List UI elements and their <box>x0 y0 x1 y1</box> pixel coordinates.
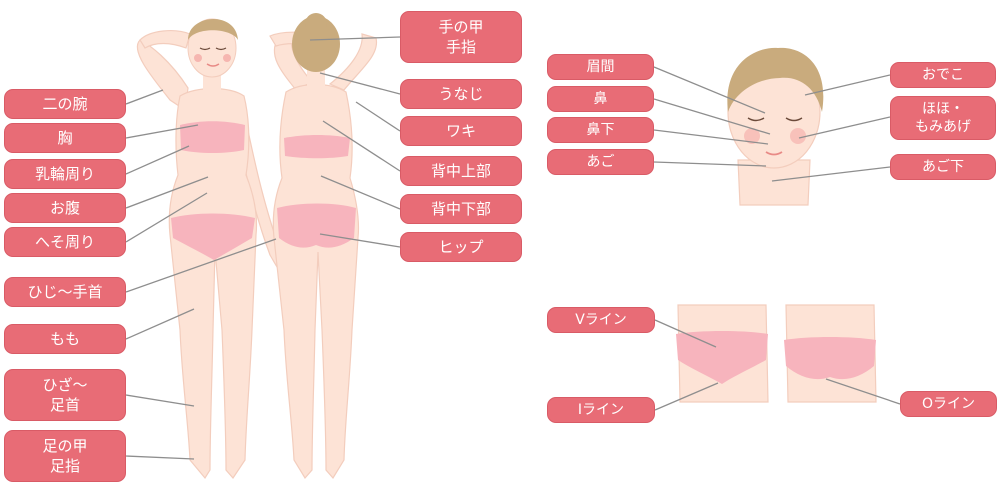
leader-line-hiji <box>125 238 277 293</box>
leader-line-miken <box>653 66 766 114</box>
label-heso-mawari: へそ周り <box>4 227 126 257</box>
front-forearm <box>139 30 191 49</box>
leader-line-i-line <box>654 382 719 411</box>
front-figure <box>136 18 291 480</box>
leader-line-senaka-kabu <box>320 175 401 210</box>
leader-line-odeko <box>804 74 891 96</box>
label-odeko: おでこ <box>890 62 996 88</box>
leader-line-hoho <box>798 116 891 139</box>
leader-line-onaka <box>125 176 209 209</box>
front-closed-eyes <box>199 47 227 51</box>
leader-line-hiza <box>125 394 195 407</box>
label-o-line: Oライン <box>900 391 997 417</box>
label-v-line: Vライン <box>547 307 655 333</box>
label-hip: ヒップ <box>400 232 522 262</box>
label-waki: ワキ <box>400 116 522 146</box>
label-senaka-jobu: 背中上部 <box>400 156 522 186</box>
label-i-line: Iライン <box>547 397 655 423</box>
front-cheek-left <box>194 54 202 62</box>
back-hair-bun <box>305 13 327 35</box>
bikini-front-panty <box>676 331 768 384</box>
label-momo: もも <box>4 324 126 354</box>
leader-line-hip <box>319 233 401 248</box>
label-nino-ude: 二の腕 <box>4 89 126 119</box>
label-miken: 眉間 <box>547 54 654 80</box>
face-hair <box>727 47 824 112</box>
leader-line-hana <box>653 98 771 135</box>
illustrations <box>136 13 877 480</box>
front-bra <box>180 121 245 153</box>
leader-line-v-line <box>654 319 717 348</box>
front-hair <box>188 18 238 40</box>
leader-line-ashi <box>125 455 195 460</box>
back-figure <box>269 13 378 480</box>
label-hanashita: 鼻下 <box>547 117 654 143</box>
front-face <box>187 18 237 78</box>
label-nyurin-mawari: 乳輪周り <box>4 159 126 189</box>
front-mouth <box>206 63 220 67</box>
leader-line-mune <box>125 124 199 139</box>
front-panty <box>171 213 255 260</box>
label-ago: あご <box>547 149 654 175</box>
label-ashi-no-ko: 足の甲 足指 <box>4 430 126 482</box>
leader-line-heso <box>125 192 208 243</box>
back-panty <box>277 203 356 248</box>
face-cheek-left <box>744 128 760 144</box>
leader-line-nino-ude <box>125 89 164 105</box>
bikini-closeups <box>676 304 877 403</box>
leader-line-o-line <box>825 378 901 405</box>
bikini-back-panty <box>784 337 876 380</box>
label-hiji-tekubi: ひじ〜手首 <box>4 277 126 307</box>
leader-line-senaka-jobu <box>322 120 401 172</box>
label-te-no-ko: 手の甲 手指 <box>400 11 522 63</box>
leader-line-waki <box>355 101 401 132</box>
front-cheek-right <box>223 54 231 62</box>
leader-line-ago-shita <box>771 166 891 182</box>
leader-line-momo <box>125 308 195 340</box>
label-hiza-ashikubi: ひざ〜 足首 <box>4 369 126 421</box>
face-mouth <box>765 151 783 156</box>
back-hair <box>292 16 340 72</box>
face-cheek-right <box>790 128 806 144</box>
back-raised-arm-right <box>328 33 378 91</box>
back-bra <box>284 135 350 159</box>
face-closed-eyes <box>747 117 803 122</box>
label-mune: 胸 <box>4 123 126 153</box>
label-hana: 鼻 <box>547 86 654 112</box>
face-closeup <box>727 47 824 206</box>
leader-line-hanashita <box>653 129 769 145</box>
front-torso <box>168 87 258 480</box>
leader-line-nyurin <box>125 145 190 175</box>
leader-line-ago <box>653 161 767 167</box>
label-onaka: お腹 <box>4 193 126 223</box>
label-ago-shita: あご下 <box>890 154 996 180</box>
label-senaka-kabu: 背中下部 <box>400 194 522 224</box>
label-unaji: うなじ <box>400 79 522 109</box>
leader-line-te-no-ko <box>309 36 401 41</box>
leader-line-unaji <box>319 72 401 95</box>
label-hoho-momiage: ほほ・ もみあげ <box>890 96 996 140</box>
leader-lines <box>125 36 901 460</box>
